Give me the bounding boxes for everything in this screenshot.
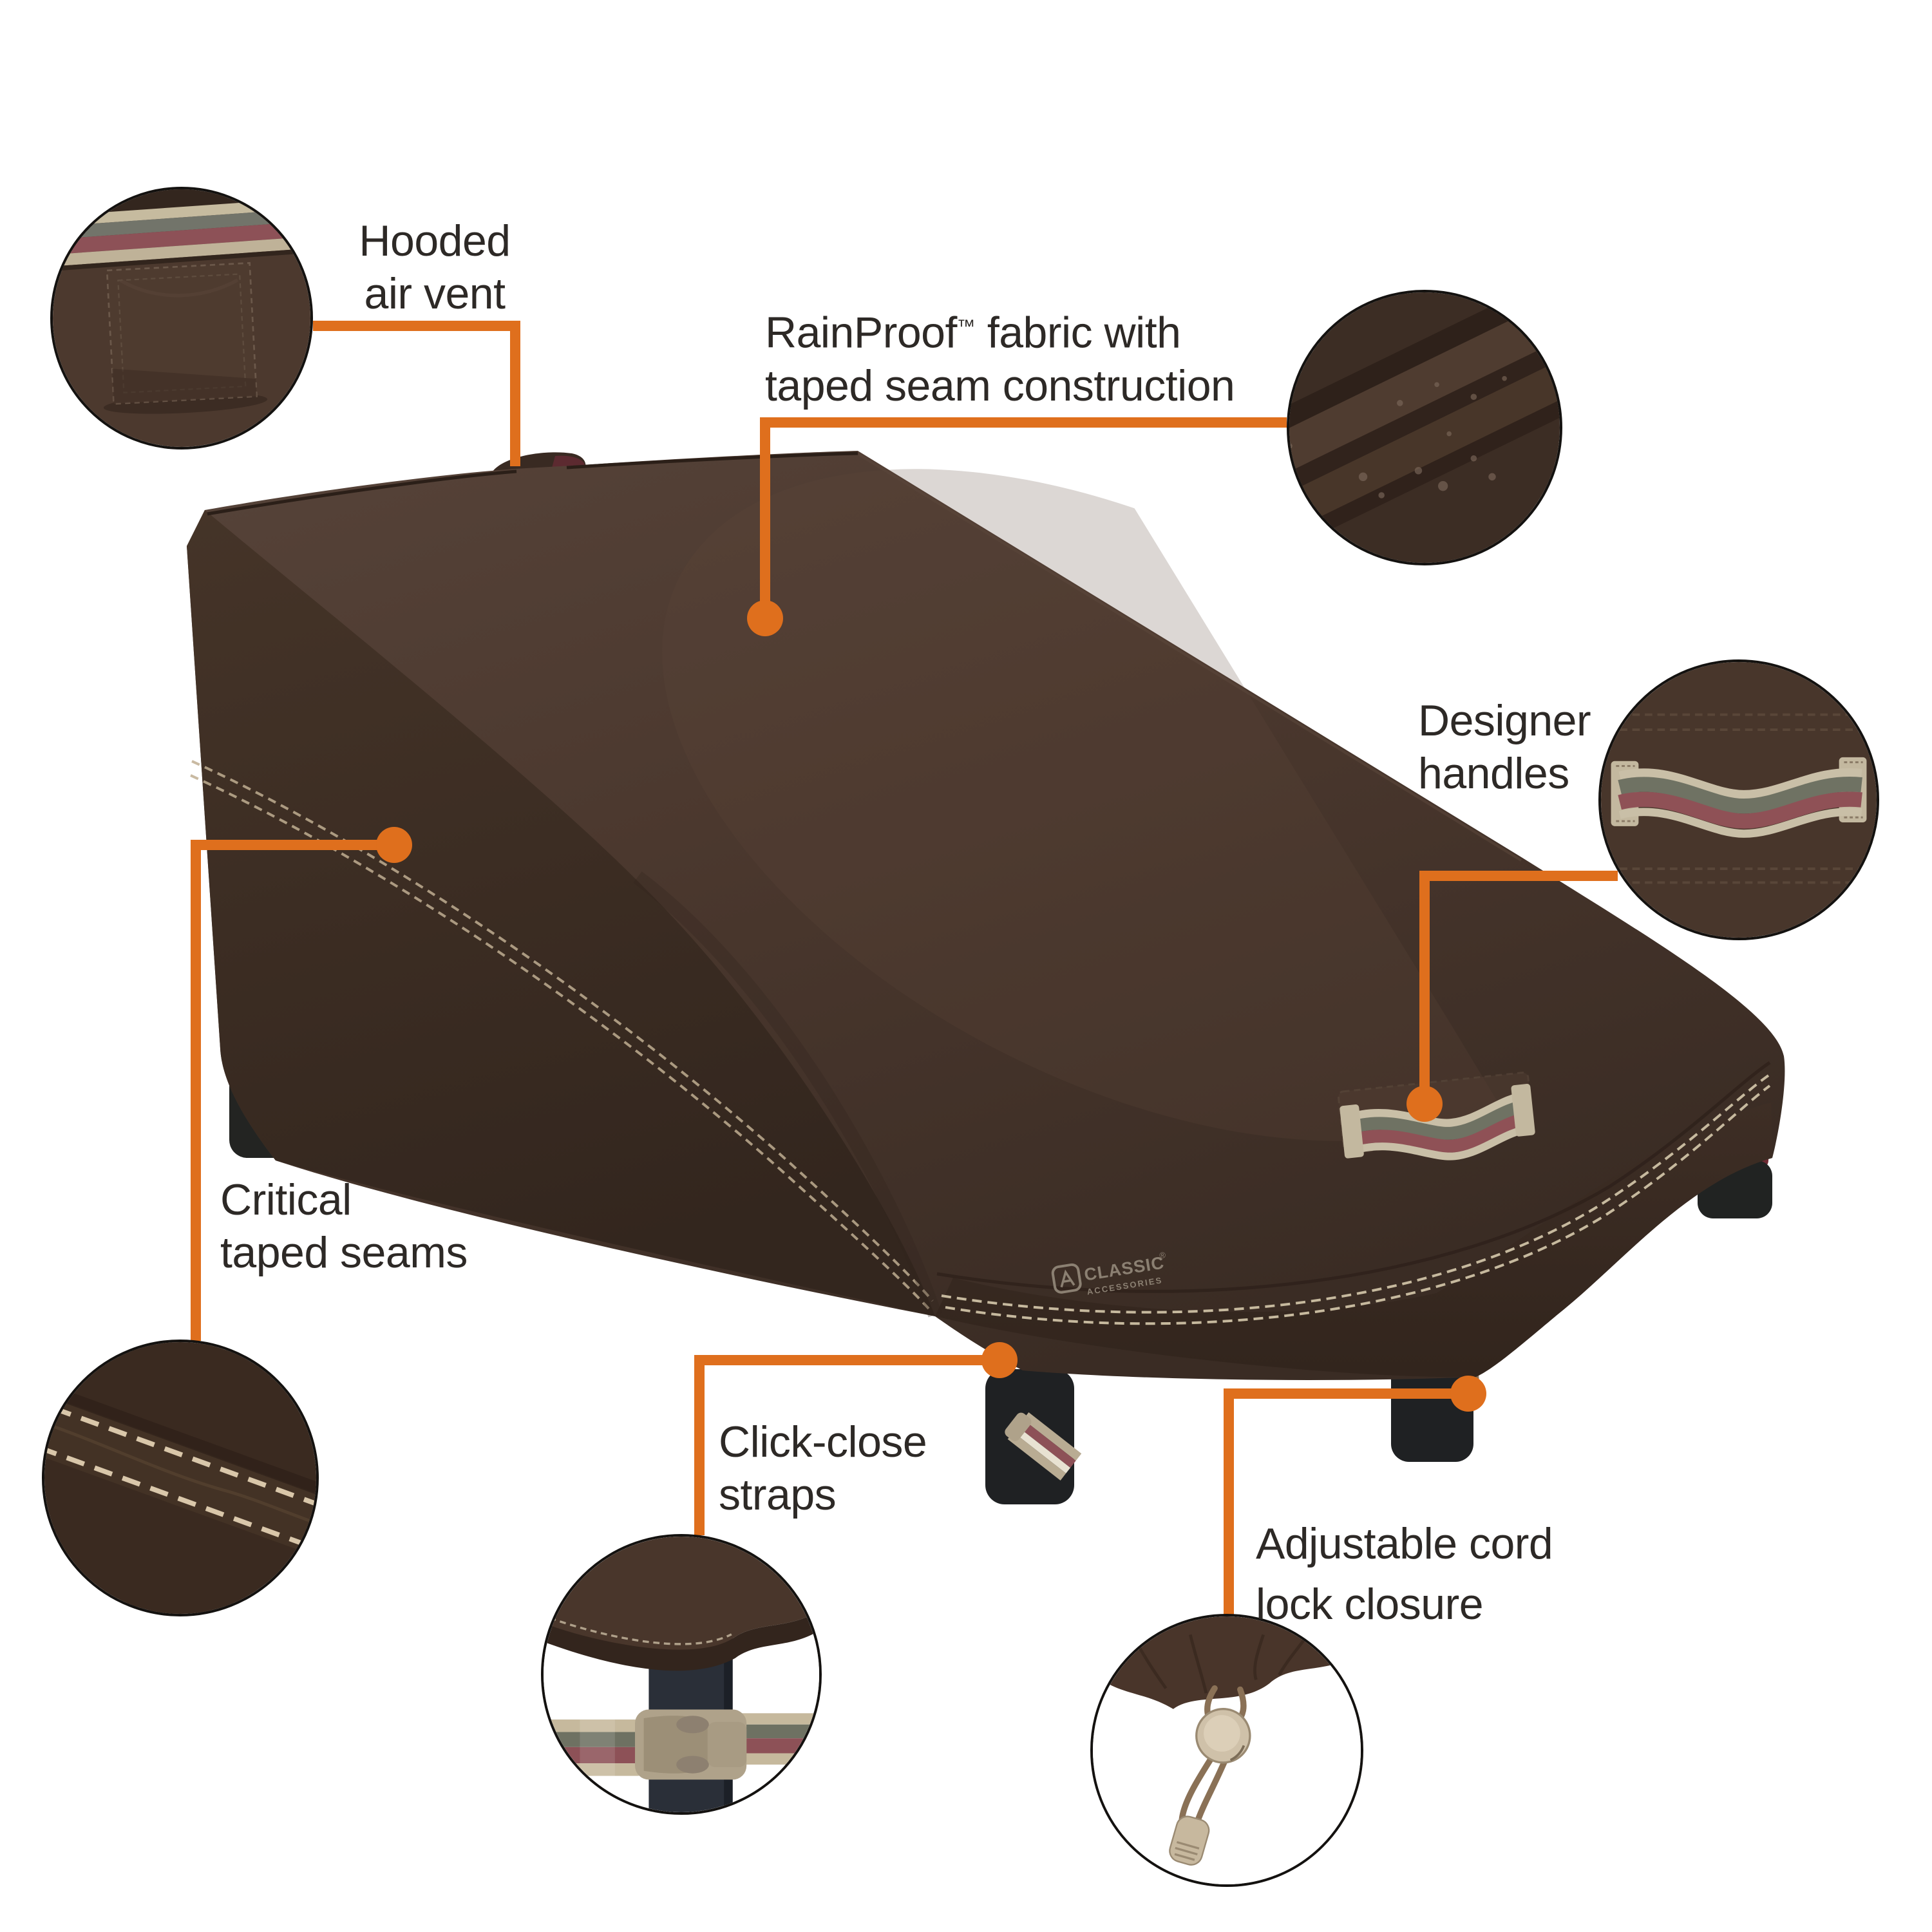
fabric-detail-circle xyxy=(1287,290,1562,565)
handles-detail-circle xyxy=(1598,659,1879,940)
straps-detail-art xyxy=(544,1537,819,1812)
label-line: taped seam construction xyxy=(765,361,1235,410)
callout-dot-handles xyxy=(1406,1086,1443,1122)
cord-lock-detail-circle xyxy=(1090,1614,1363,1887)
logo-registered-mark: ® xyxy=(1159,1250,1166,1260)
callout-line-straps xyxy=(694,1355,999,1535)
callout-label-click-close-straps: Click-close straps xyxy=(719,1416,927,1521)
seam-stitching xyxy=(190,451,1771,1325)
callout-label-rainproof-fabric: RainProof™ fabric with taped seam constr… xyxy=(765,300,1235,412)
air-vent-detail-art xyxy=(53,189,310,447)
callout-line-fabric xyxy=(760,417,1287,612)
callout-dot-cord-lock xyxy=(1450,1376,1486,1412)
label-line: handles xyxy=(1418,749,1569,798)
label-line: Hooded xyxy=(359,216,511,265)
callout-line-handles xyxy=(1419,871,1618,1097)
callout-line-air-vent xyxy=(313,321,520,466)
callout-line-cord-lock xyxy=(1224,1388,1468,1615)
handle-webbing xyxy=(1611,757,1867,838)
cord-lock-toggle xyxy=(1195,1708,1251,1764)
seams-detail-circle xyxy=(42,1340,319,1616)
callout-dot-seams xyxy=(376,827,412,863)
label-line: lock closure xyxy=(1256,1580,1484,1629)
label-line: RainProof™ fabric with xyxy=(765,308,1181,357)
callout-label-designer-handles: Designer handles xyxy=(1418,694,1591,800)
label-line: Click-close xyxy=(719,1417,927,1466)
callout-label-critical-taped-seams: Critical taped seams xyxy=(220,1173,468,1279)
callout-label-hooded-air-vent: Hooded air vent xyxy=(293,214,576,320)
label-line: air vent xyxy=(364,269,506,318)
cover-side-panel xyxy=(187,510,935,1316)
label-line: Adjustable cord xyxy=(1256,1519,1553,1568)
handles-detail-art xyxy=(1601,662,1877,938)
hanging-buckle-strap xyxy=(1005,1412,1082,1481)
label-line: Designer xyxy=(1418,696,1591,745)
label-line: straps xyxy=(719,1470,837,1519)
callout-dot-straps xyxy=(981,1342,1018,1378)
cord-pull-tab xyxy=(1169,1815,1210,1866)
logo-monogram-glyph xyxy=(1060,1269,1075,1288)
strap-buckle xyxy=(635,1709,747,1780)
seams-detail-art xyxy=(44,1342,316,1614)
callout-dot-fabric xyxy=(747,600,783,636)
label-line: taped seams xyxy=(220,1228,468,1277)
callout-line-seams xyxy=(191,840,394,1341)
cord-lock-detail-art xyxy=(1093,1616,1361,1884)
logo-monogram-icon xyxy=(1051,1263,1082,1294)
trademark-symbol: ™ xyxy=(956,316,976,337)
straps-detail-circle xyxy=(541,1534,822,1815)
callout-label-adjustable-cord-lock: Adjustable cord lock closure xyxy=(1256,1513,1553,1634)
air-vent-detail-circle xyxy=(50,187,313,450)
label-line: Critical xyxy=(220,1175,352,1224)
cover-front-skirt xyxy=(935,1103,1772,1378)
strap-webbing-left xyxy=(544,1716,639,1780)
fabric-detail-art xyxy=(1289,292,1560,563)
